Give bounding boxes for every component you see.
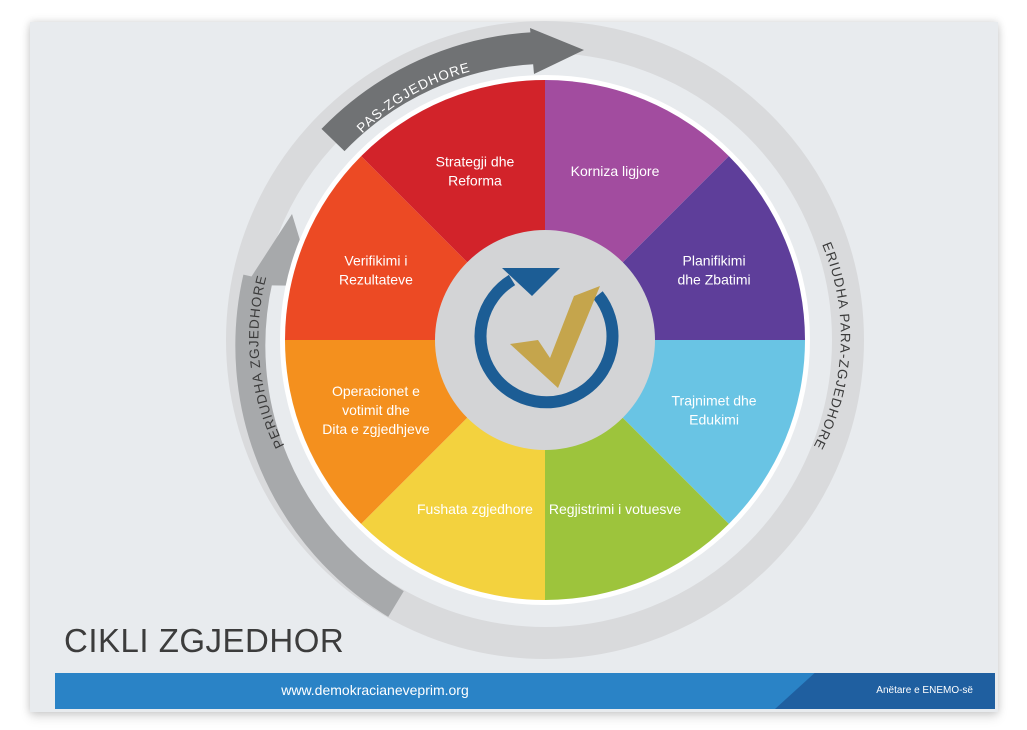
check-cycle-icon (474, 268, 619, 409)
segment-label-6: Verifikimi i Rezultateve (339, 252, 413, 287)
segment-label-line: Reforma (448, 172, 502, 188)
footer-bar: www.demokracianeveprim.org Anëtare e ENE… (55, 673, 995, 709)
segment-label-line: Dita e zgjedhjeve (322, 421, 430, 437)
segment-label-line: Rezultateve (339, 271, 413, 287)
page-title: CIKLI ZGJEDHOR (64, 622, 345, 659)
segment-label-line: Regjistrimi i votuesve (549, 501, 681, 517)
segment-label-line: Operacionet e (332, 383, 420, 399)
left-phase-arc (235, 274, 404, 617)
segment-label-line: Verifikimi i (344, 252, 407, 268)
segment-label-line: Planifikimi (683, 252, 746, 268)
top-phase-arc (321, 32, 537, 152)
segment-label-line: Fushata zgjedhore (417, 501, 533, 517)
footer-accent (775, 673, 995, 709)
segment-label-line: Edukimi (689, 412, 739, 428)
segment-label-3: Regjistrimi i votuesve (549, 501, 681, 517)
segment-label-line: Strategji dhe (436, 153, 515, 169)
segment-label-1: Planifikimi dhe Zbatimi (677, 252, 750, 287)
segment-label-line: Trajnimet dhe (672, 393, 757, 409)
center-hub (435, 230, 655, 450)
segment-label-0: Korniza ligjore (571, 163, 660, 179)
segment-label-line: votimit dhe (342, 402, 410, 418)
segment-label-4: Fushata zgjedhore (417, 501, 533, 517)
segment-label-line: Korniza ligjore (571, 163, 660, 179)
footer-member-text: Anëtare e ENEMO-së (876, 685, 973, 696)
footer-url-link[interactable]: www.demokracianeveprim.org (281, 682, 469, 698)
top-arc-arrowhead (530, 28, 584, 74)
segment-label-line: dhe Zbatimi (677, 271, 750, 287)
